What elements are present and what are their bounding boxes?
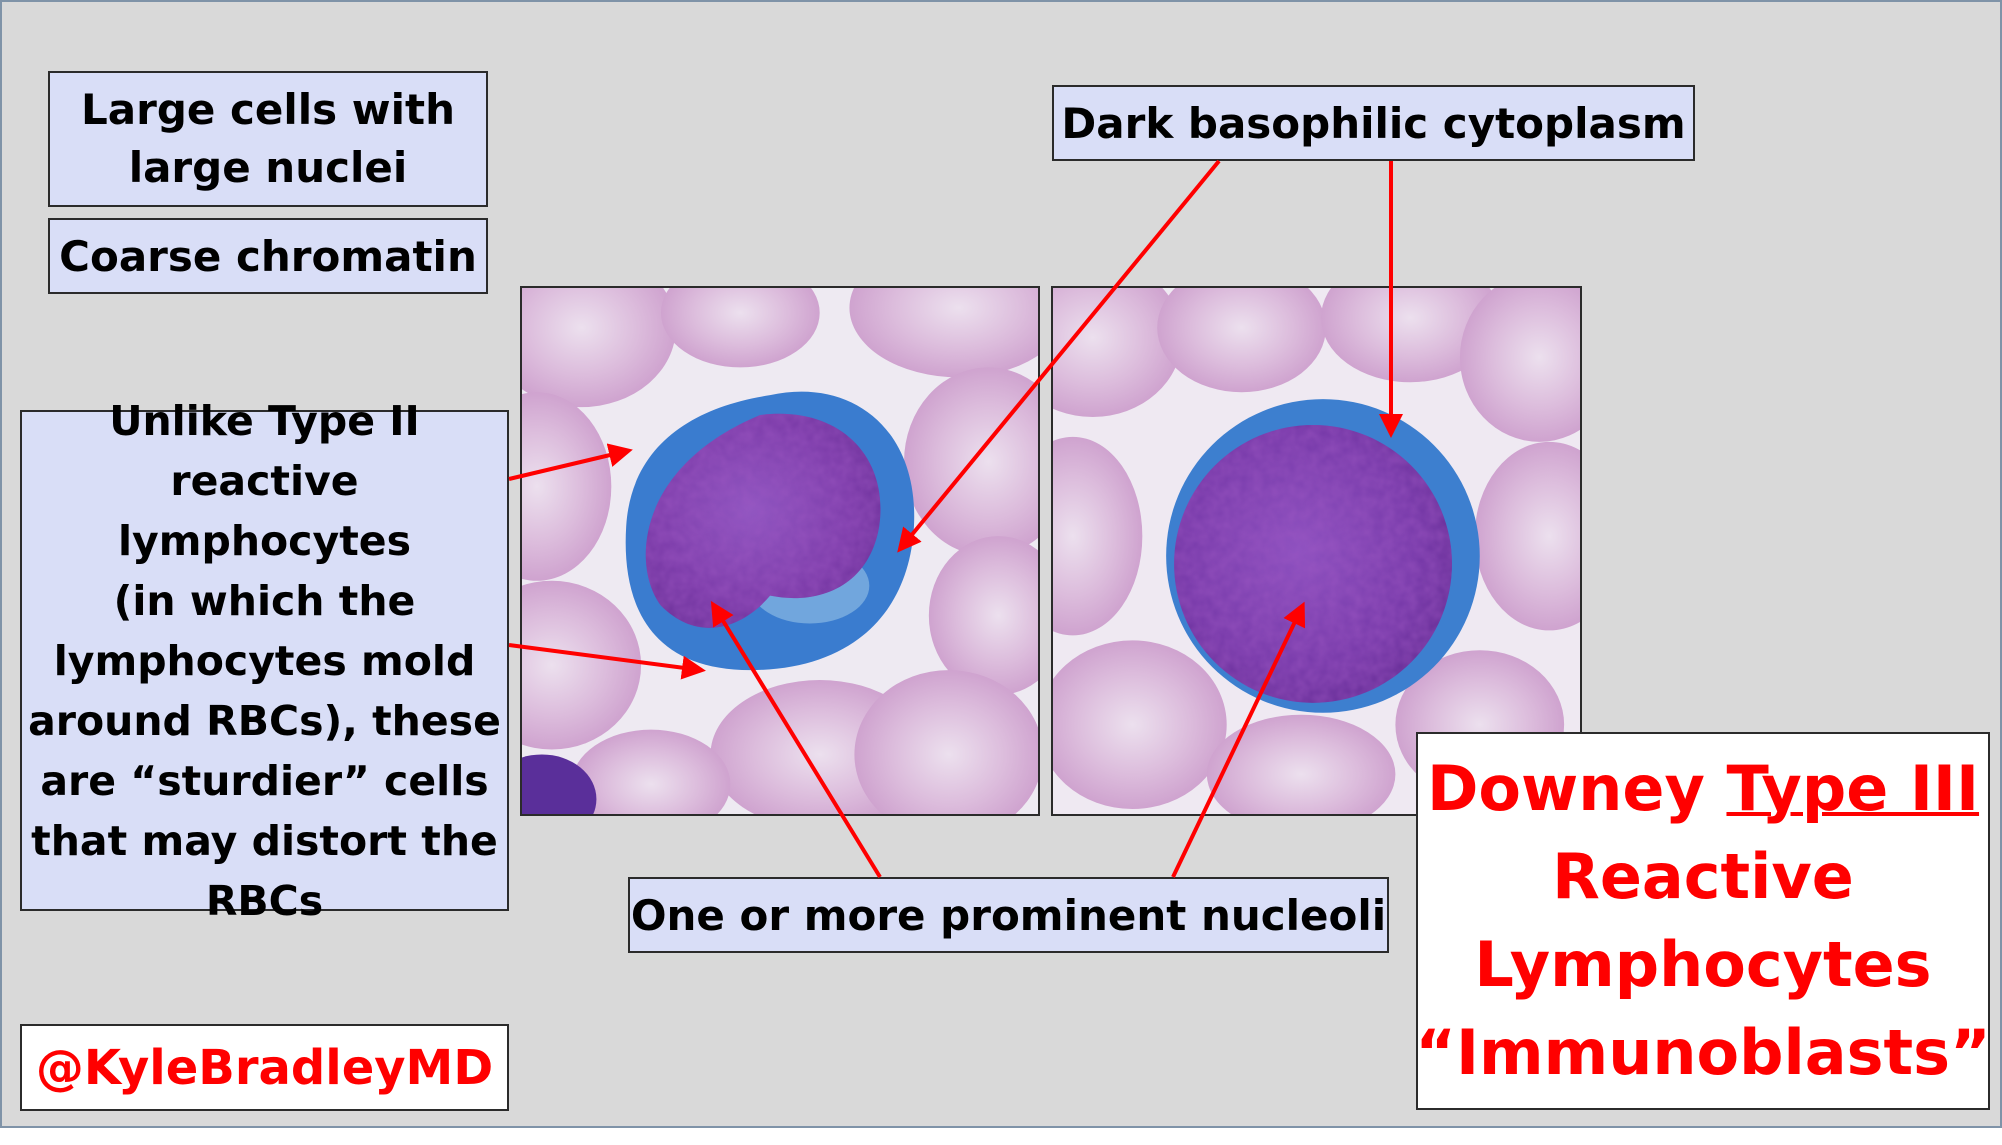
label-unlike-line2: reactive lymphocytes (117, 456, 412, 565)
label-dark-cytoplasm: Dark basophilic cytoplasm (1052, 85, 1695, 161)
label-unlike-line7: that may distort the (31, 816, 498, 865)
label-large-cells-line2: large nuclei (128, 143, 408, 192)
label-unlike-line5: around RBCs), these (28, 696, 501, 745)
label-unlike-type-ii: Unlike Type II reactive lymphocytes (in … (20, 397, 509, 925)
label-unlike-line8: RBCs (205, 876, 324, 925)
label-coarse-chromatin: Coarse chromatin (48, 218, 488, 294)
title-line3: Lymphocytes (1474, 928, 1932, 1001)
title-line1: Downey Type III (1427, 745, 1979, 833)
slide-title: Downey Type III Reactive Lymphocytes “Im… (1415, 732, 1991, 1110)
title-line1-underlined: Type III (1726, 752, 1980, 825)
title-line1-prefix: Downey (1426, 752, 1727, 825)
label-unlike-line4: lymphocytes mold (53, 636, 476, 685)
label-unlike-line3: (in which the (113, 576, 416, 625)
label-unlike-line6: are “sturdier” cells (40, 756, 489, 805)
label-coarse-chromatin-text: Coarse chromatin (59, 231, 477, 281)
label-unlike-line1: Unlike Type II (109, 396, 420, 445)
label-prominent-nucleoli: One or more prominent nucleoli (628, 877, 1389, 953)
author-handle: @KyleBradleyMD (20, 1024, 509, 1111)
author-handle-text: @KyleBradleyMD (35, 1039, 494, 1096)
title-line4: “Immunoblasts” (1415, 1016, 1991, 1089)
label-dark-cytoplasm-text: Dark basophilic cytoplasm (1061, 98, 1686, 148)
label-large-cells-line1: Large cells with (81, 85, 455, 134)
title-line2: Reactive (1552, 840, 1854, 913)
label-large-cells: Large cells with large nuclei (48, 71, 488, 207)
label-prominent-nucleoli-text: One or more prominent nucleoli (630, 890, 1387, 940)
micrograph-left (520, 286, 1040, 816)
